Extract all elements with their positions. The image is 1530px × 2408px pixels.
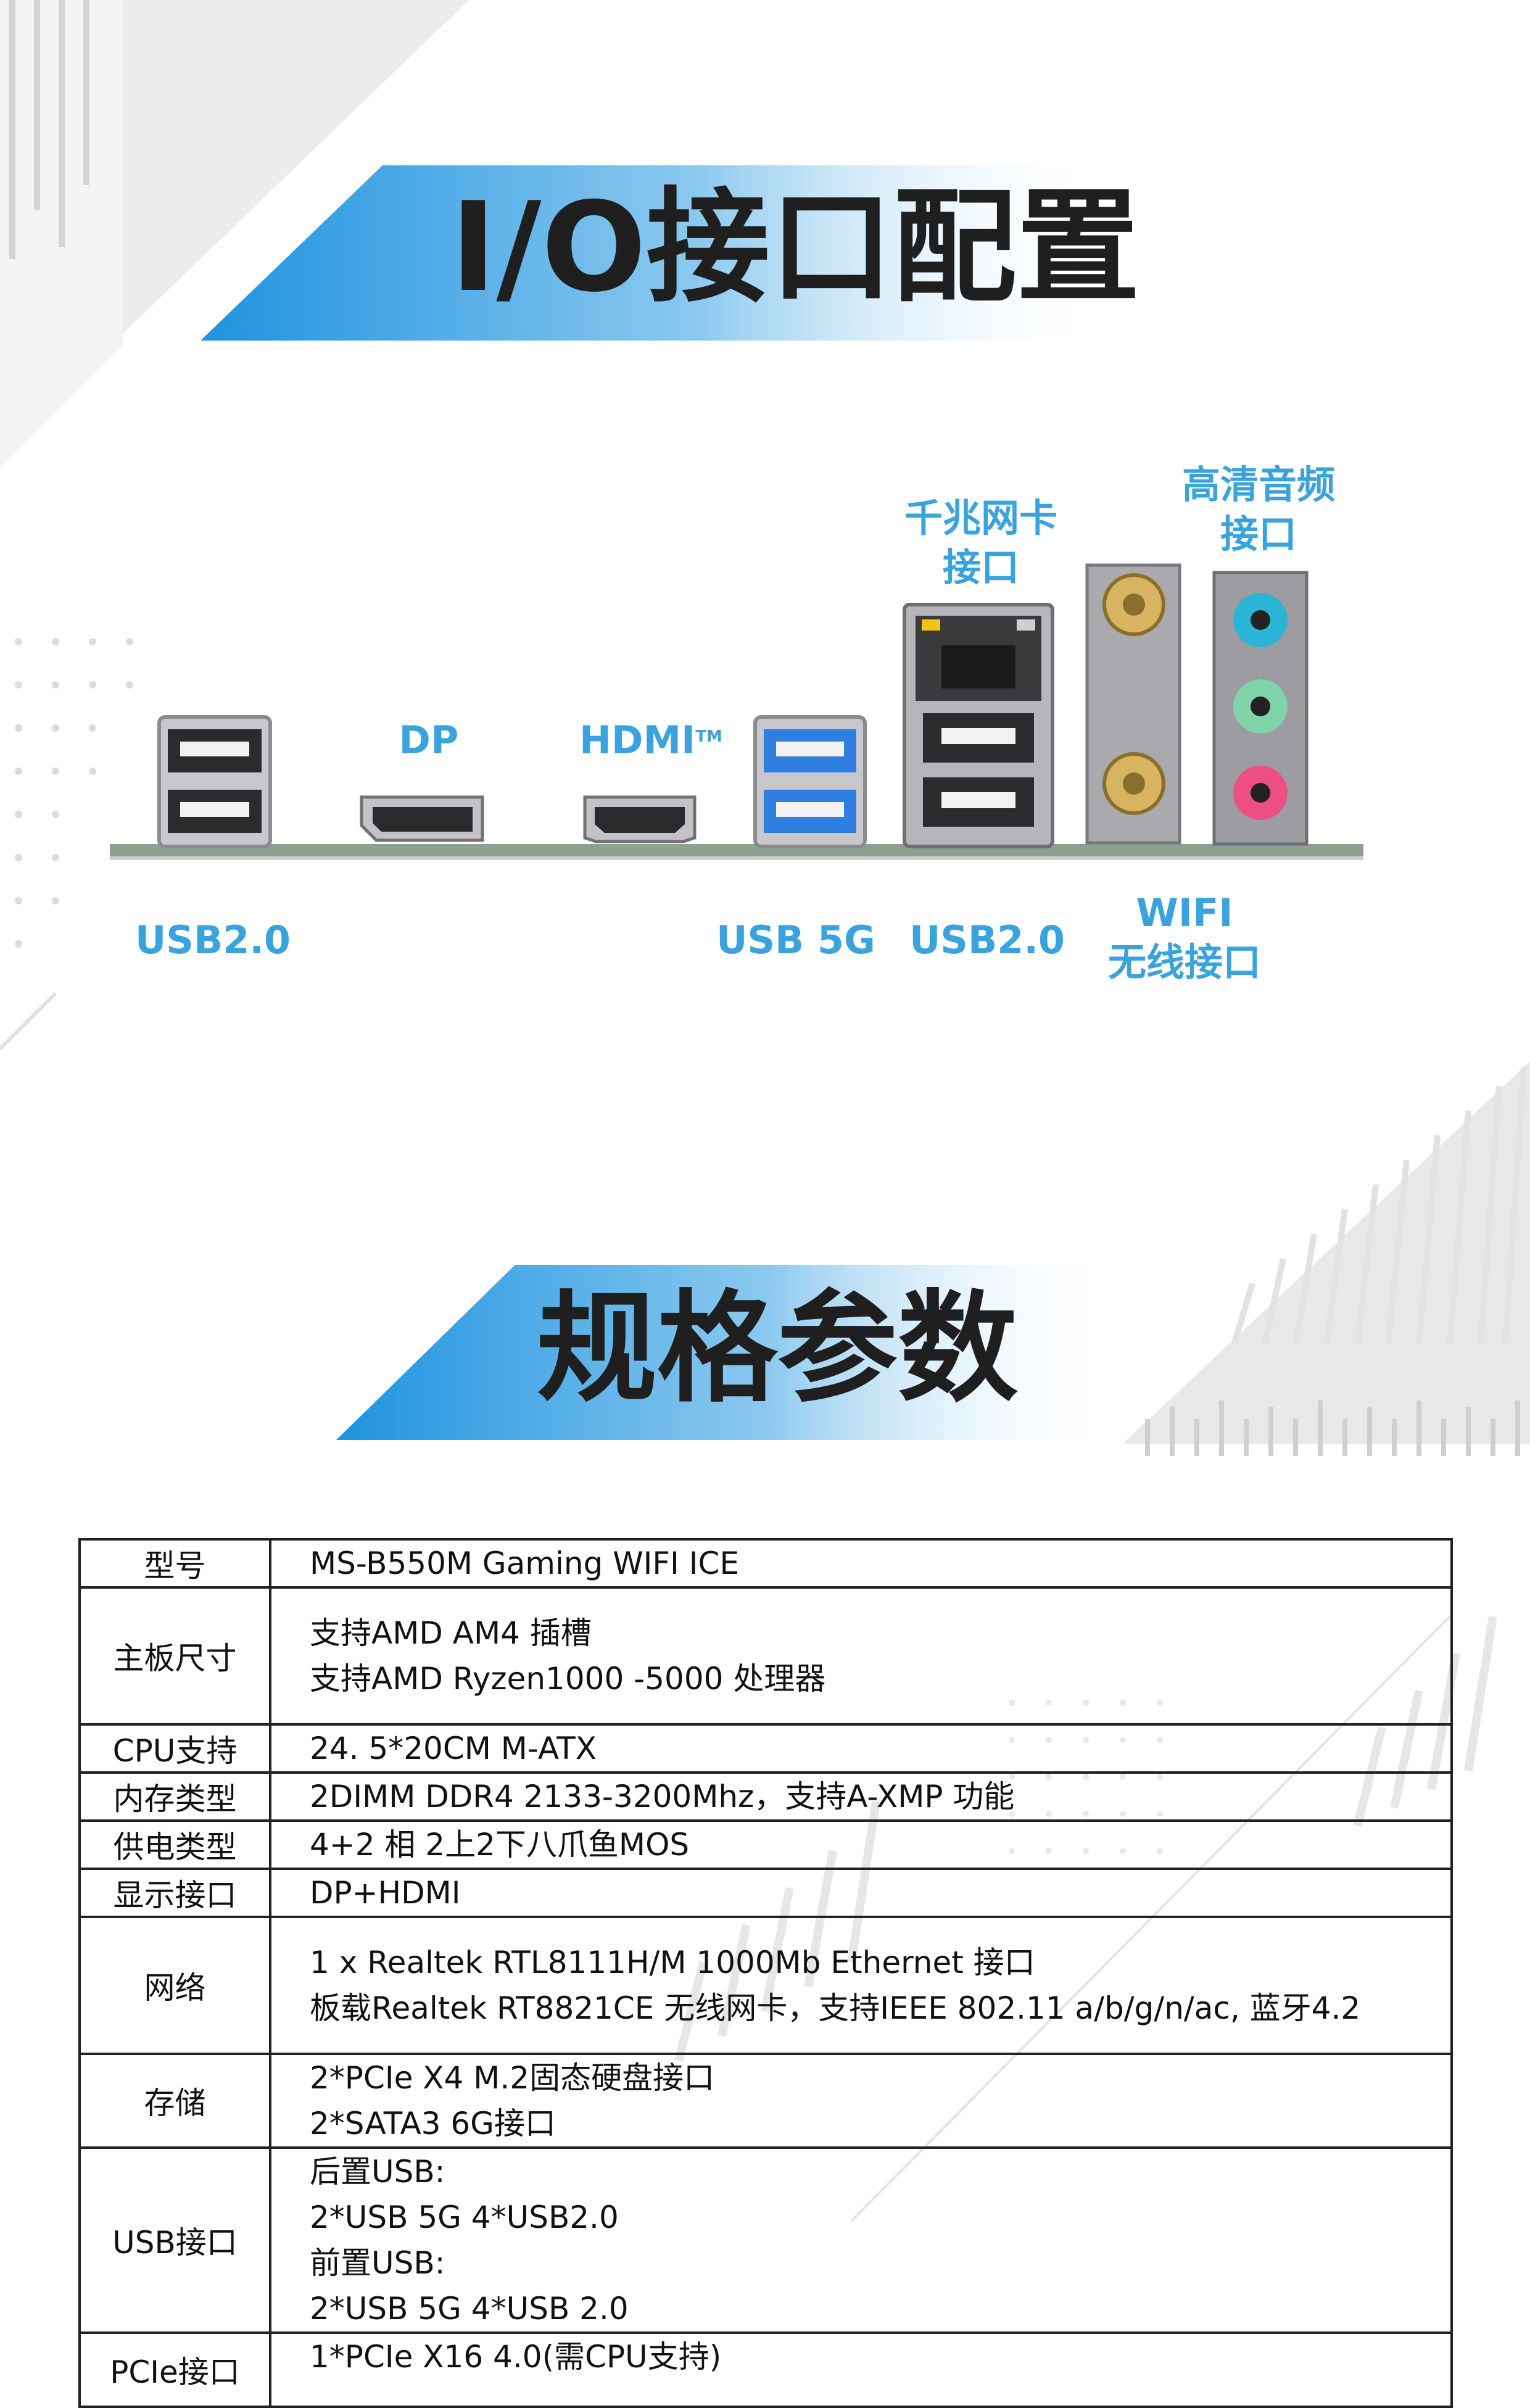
value-line: 2*USB 5G 4*USB 2.0 bbox=[310, 2291, 629, 2327]
wifi-label: WIFI 无线接口 bbox=[1086, 888, 1283, 987]
row-value: 1*PCIe X16 4.0(需CPU支持) bbox=[269, 2331, 1453, 2408]
row-value: DP+HDMI bbox=[269, 1868, 1453, 1918]
value-line: 2*PCIe X4 M.2固态硬盘接口 bbox=[310, 2060, 715, 2096]
audio-label-line-2: 接口 bbox=[1220, 511, 1297, 556]
dp-port bbox=[360, 795, 484, 842]
wifi-label-line-1: WIFI bbox=[1136, 890, 1233, 935]
row-value: 2*PCIe X4 M.2固态硬盘接口 2*SATA3 6G接口 bbox=[269, 2053, 1453, 2149]
row-label: PCIe接口 bbox=[78, 2331, 271, 2408]
table-row: PCIe接口 1*PCIe X16 4.0(需CPU支持) bbox=[78, 2331, 1453, 2408]
value-line: 4+2 相 2上2下八爪鱼MOS bbox=[310, 1827, 690, 1863]
table-row: 内存类型 2DIMM DDR4 2133-3200Mhz，支持A-XMP 功能 bbox=[78, 1771, 1453, 1822]
usb5g-label: USB 5G bbox=[716, 917, 875, 962]
table-row: 存储 2*PCIe X4 M.2固态硬盘接口 2*SATA3 6G接口 bbox=[78, 2053, 1453, 2149]
value-line: 1*PCIe X16 4.0(需CPU支持) bbox=[310, 2339, 722, 2375]
dp-label: DP bbox=[399, 718, 459, 763]
row-label: 供电类型 bbox=[78, 1819, 271, 1870]
row-value: 1 x Realtek RTL8111H/M 1000Mb Ethernet 接… bbox=[269, 1916, 1453, 2055]
value-line: 前置USB: bbox=[310, 2245, 445, 2281]
spec-section-title: 规格参数 bbox=[537, 1278, 1018, 1418]
row-label: 型号 bbox=[78, 1538, 271, 1589]
value-line: 2*SATA3 6G接口 bbox=[310, 2106, 556, 2141]
table-row: USB接口 后置USB: 2*USB 5G 4*USB2.0 前置USB: 2*… bbox=[78, 2146, 1453, 2334]
lan-label: 千兆网卡 接口 bbox=[876, 494, 1086, 592]
lan-usb2-port-stack bbox=[903, 603, 1054, 848]
value-line: 2DIMM DDR4 2133-3200Mhz，支持A-XMP 功能 bbox=[310, 1779, 1015, 1814]
value-line: 板载Realtek RT8821CE 无线网卡，支持IEEE 802.11 a/… bbox=[310, 1990, 1361, 2026]
row-value: 支持AMD AM4 插槽 支持AMD Ryzen1000 -5000 处理器 bbox=[269, 1586, 1453, 1726]
row-label: 存储 bbox=[78, 2053, 271, 2149]
audio-label-line-1: 高清音频 bbox=[1181, 462, 1335, 507]
row-label: 内存类型 bbox=[78, 1771, 271, 1822]
value-line: DP+HDMI bbox=[310, 1875, 461, 1911]
io-panel-illustration bbox=[110, 563, 1363, 860]
row-value: 24. 5*20CM M-ATX bbox=[269, 1723, 1453, 1774]
usb2-right-label: USB2.0 bbox=[909, 917, 1065, 962]
row-label: 主板尺寸 bbox=[78, 1586, 271, 1726]
spec-table: 型号 MS-B550M Gaming WIFI ICE 主板尺寸 支持AMD A… bbox=[78, 1538, 1453, 2408]
usb2-left-label: USB2.0 bbox=[134, 917, 291, 962]
table-row: 网络 1 x Realtek RTL8111H/M 1000Mb Etherne… bbox=[78, 1916, 1453, 2055]
hdmi-trademark: TM bbox=[695, 727, 722, 746]
row-value: MS-B550M Gaming WIFI ICE bbox=[269, 1538, 1453, 1589]
lan-label-line-2: 接口 bbox=[942, 545, 1019, 590]
row-value: 4+2 相 2上2下八爪鱼MOS bbox=[269, 1819, 1453, 1870]
value-line: 支持AMD Ryzen1000 -5000 处理器 bbox=[310, 1661, 826, 1697]
row-label: 显示接口 bbox=[78, 1868, 271, 1918]
table-row: 型号 MS-B550M Gaming WIFI ICE bbox=[78, 1538, 1453, 1589]
row-label: CPU支持 bbox=[78, 1723, 271, 1774]
table-row: 主板尺寸 支持AMD AM4 插槽 支持AMD Ryzen1000 -5000 … bbox=[78, 1586, 1453, 1726]
usb5g-port-stack bbox=[753, 715, 867, 848]
io-banner-gradient-bar bbox=[201, 165, 1110, 341]
audio-jack-panel bbox=[1212, 571, 1309, 846]
io-section-title: I/O接口配置 bbox=[450, 176, 1140, 320]
lan-label-line-1: 千兆网卡 bbox=[904, 495, 1057, 540]
table-row: 供电类型 4+2 相 2上2下八爪鱼MOS bbox=[78, 1819, 1453, 1870]
pcb-board bbox=[110, 844, 1363, 856]
value-line: MS-B550M Gaming WIFI ICE bbox=[310, 1545, 740, 1581]
row-label: 网络 bbox=[78, 1916, 271, 2055]
spec-banner-gradient-bar bbox=[336, 1265, 1123, 1440]
value-line: 24. 5*20CM M-ATX bbox=[310, 1731, 597, 1766]
value-line: 后置USB: bbox=[310, 2154, 445, 2190]
wifi-antenna-bracket bbox=[1085, 563, 1181, 845]
row-value: 2DIMM DDR4 2133-3200Mhz，支持A-XMP 功能 bbox=[269, 1771, 1453, 1822]
hdmi-port bbox=[583, 795, 697, 843]
row-value: 后置USB: 2*USB 5G 4*USB2.0 前置USB: 2*USB 5G… bbox=[269, 2146, 1453, 2334]
hdmi-label: HDMITM bbox=[561, 716, 740, 765]
value-line: 支持AMD AM4 插槽 bbox=[310, 1615, 592, 1651]
hdmi-label-text: HDMI bbox=[579, 718, 696, 763]
value-line: 2*USB 5G 4*USB2.0 bbox=[310, 2199, 619, 2235]
row-label: USB接口 bbox=[78, 2146, 271, 2334]
table-row: 显示接口 DP+HDMI bbox=[78, 1868, 1453, 1918]
usb2-port-stack-left bbox=[157, 715, 272, 848]
audio-label: 高清音频 接口 bbox=[1154, 460, 1363, 559]
value-line: 1 x Realtek RTL8111H/M 1000Mb Ethernet 接… bbox=[310, 1945, 1035, 1980]
table-row: CPU支持 24. 5*20CM M-ATX bbox=[78, 1723, 1453, 1774]
wifi-label-line-2: 无线接口 bbox=[1107, 940, 1261, 985]
